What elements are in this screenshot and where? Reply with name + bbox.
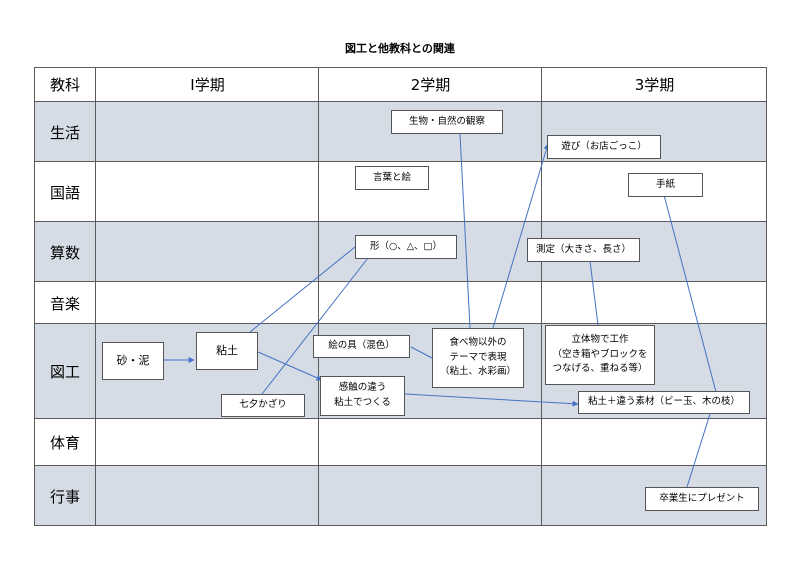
box-tanabata: 七夕かざり [221, 394, 305, 417]
table-cell [319, 466, 542, 526]
header-term2: 2学期 [410, 76, 451, 94]
row-label-cell [34, 466, 96, 526]
box-non-food-expression: 食べ物以外の テーマで表現 （粘土、水彩画） [432, 328, 524, 388]
header-cell-term1 [96, 67, 319, 102]
table-cell [96, 282, 319, 324]
header-cell-term2 [319, 67, 542, 102]
table-cell [319, 162, 542, 222]
row-label-cell [34, 162, 96, 222]
table-cell [319, 282, 542, 324]
box-paints: 絵の具（混色） [313, 335, 410, 358]
row-label-sansu: 算数 [49, 243, 80, 262]
connector-tanabata-to-shapes [261, 257, 369, 395]
box-solid-construction: 立体物で工作 （空き箱やブロックを つなげる、重ねる等） [545, 325, 655, 385]
connector-materials-to-graduation [686, 413, 711, 488]
box-shop-play: 遊び（お店ごっこ） [547, 135, 661, 159]
box-clay-texture: 感触の違う 粘土でつくる [320, 376, 405, 416]
row-label-kokugo: 国語 [49, 183, 80, 202]
diagram-title: 図工と他教科との関連 [345, 42, 455, 55]
connector-measurement-to-solid [589, 260, 599, 326]
row-label-ongaku: 音楽 [49, 294, 80, 313]
table-cell [96, 466, 319, 526]
connector-clay-to-clay-texture [257, 351, 323, 381]
box-shapes: 形（○、△、□） [355, 235, 457, 259]
connector-paints-to-expression [410, 346, 433, 359]
box-words-pictures: 言葉と絵 [355, 166, 429, 190]
row-label-taiiku: 体育 [49, 434, 80, 452]
connector-clay-to-shapes [249, 246, 356, 333]
header-subject: 教科 [49, 76, 80, 94]
row-label-cell [34, 419, 96, 466]
box-clay-materials: 粘土＋違う素材（ビー玉、木の枝） [578, 391, 750, 414]
box-nature-observation: 生物・自然の観察 [391, 110, 503, 134]
box-sand-mud: 砂・泥 [102, 342, 164, 380]
table-cell [96, 162, 319, 222]
row-label-cell [34, 102, 96, 162]
header-term1: Ⅰ学期 [190, 76, 225, 94]
box-clay: 粘土 [196, 332, 258, 370]
row-label-zukou: 図工 [49, 363, 80, 381]
table-cell [96, 102, 319, 162]
row-label-gyouji: 行事 [49, 487, 80, 506]
row-label-seikatsu: 生活 [49, 123, 80, 142]
box-letter: 手紙 [628, 173, 703, 197]
connector-texture-to-materials [404, 393, 579, 407]
table-cell [319, 419, 542, 466]
row-label-cell [34, 282, 96, 324]
connector-expression-to-shop [492, 143, 550, 329]
box-measurement: 測定（大きさ、長さ） [527, 238, 640, 262]
connector-letter-to-materials [663, 194, 717, 393]
connector-observation-to-expression [459, 133, 471, 329]
header-cell-subject [34, 67, 96, 102]
row-label-cell [34, 222, 96, 282]
table-cell [96, 419, 319, 466]
table-cell [96, 222, 319, 282]
box-graduation-gift: 卒業生にプレゼント [645, 487, 759, 511]
header-term3: 3学期 [634, 76, 675, 94]
row-label-cell [34, 324, 96, 419]
